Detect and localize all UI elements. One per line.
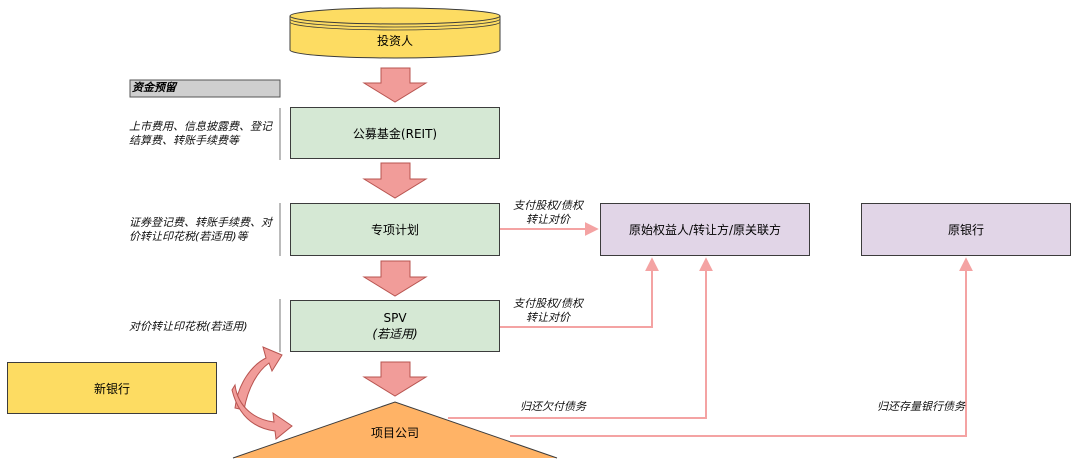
investor-cylinder	[289, 7, 501, 59]
down-arrow-3	[362, 260, 428, 297]
spv-node: SPV (若适用)	[290, 300, 500, 352]
fund-label: 公募基金(REIT)	[352, 126, 438, 141]
spv-title: SPV	[383, 311, 407, 325]
down-arrow-4	[362, 361, 428, 397]
original-bank-node: 原银行	[861, 203, 1071, 256]
original-bank-label: 原银行	[947, 223, 984, 237]
reserve-title: 资金预留	[132, 81, 176, 94]
investor-label: 投资人	[376, 34, 413, 48]
edge-label-repay-bank: 归还存量银行债务	[877, 400, 965, 413]
edge-company-to-bank	[510, 257, 973, 437]
plan-fees-note: 证券登记费、转账手续费、对价转让印花税(若适用)等	[129, 216, 272, 243]
fund-fees-note: 上市费用、信息披露费、登记结算费、转账手续费等	[129, 120, 272, 147]
fund-node: 公募基金(REIT)	[290, 107, 500, 159]
reserve-label-bar	[129, 79, 281, 98]
down-arrow-2	[362, 162, 428, 199]
edge-company-to-holders	[448, 257, 713, 419]
spv-subtitle: (若适用)	[372, 327, 418, 341]
plan-node: 专项计划	[290, 203, 500, 256]
down-arrow-1	[362, 67, 428, 103]
edge-label-pay-2: 支付股权/债权转让对价	[513, 297, 583, 324]
original-holders-label: 原始权益人/转让方/原关联方	[628, 223, 782, 237]
edge-label-repay-owed: 归还欠付债务	[520, 400, 586, 413]
edge-spv-to-holders	[500, 257, 659, 328]
curved-arrow-up	[234, 346, 283, 411]
project-company-triangle	[232, 401, 558, 459]
plan-label: 专项计划	[370, 223, 419, 237]
spv-fees-note: 对价转让印花税(若适用)	[129, 320, 248, 333]
edge-label-pay-1: 支付股权/债权转让对价	[513, 199, 583, 226]
original-holders-node: 原始权益人/转让方/原关联方	[600, 203, 810, 256]
project-company-label: 项目公司	[370, 426, 419, 440]
curved-arrow-down	[231, 383, 293, 440]
new-bank-node: 新银行	[7, 362, 217, 414]
new-bank-label: 新银行	[93, 381, 130, 396]
